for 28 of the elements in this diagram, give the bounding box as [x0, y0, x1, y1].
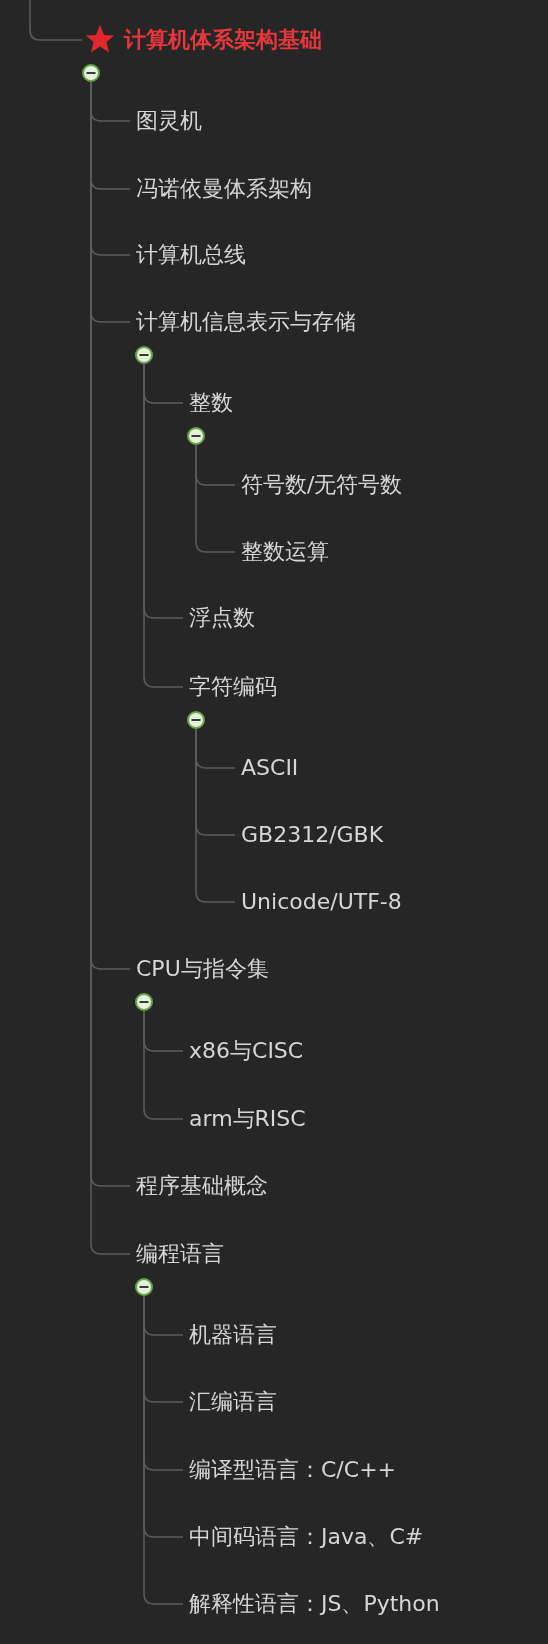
tree-connector	[143, 1010, 184, 1120]
topic-text: 编译型语言：C/C++	[183, 1454, 402, 1486]
topic-text: 机器语言	[183, 1319, 283, 1351]
topic-text: 整数运算	[235, 536, 335, 568]
tree-connector	[143, 1295, 184, 1605]
tree-connector	[195, 728, 236, 903]
topic-text: 解释性语言：JS、Python	[183, 1588, 446, 1620]
topic-text: Unicode/UTF-8	[235, 886, 408, 918]
topic-title: 计算机体系架构基础	[124, 26, 322, 54]
topic-text: 汇编语言	[183, 1386, 283, 1418]
topic-text: ASCII	[235, 752, 304, 784]
topic-text: 中间码语言：Java、C#	[183, 1521, 429, 1553]
topic-text: 计算机总线	[130, 239, 252, 271]
topic-text: 符号数/无符号数	[235, 469, 408, 501]
topic-text: 字符编码	[189, 673, 277, 701]
tree-connector	[29, 0, 83, 41]
topic-text: 图灵机	[130, 105, 208, 137]
topic-text: 编程语言	[136, 1240, 224, 1268]
topic-text: 程序基础概念	[130, 1170, 274, 1202]
topic-text: 计算机信息表示与存储	[136, 308, 356, 336]
topic-text: x86与CISC	[183, 1035, 309, 1067]
topic-text: GB2312/GBK	[235, 819, 389, 851]
topic-text: 冯诺依曼体系架构	[130, 173, 318, 205]
topic-text: CPU与指令集	[136, 955, 269, 983]
topic-text: arm与RISC	[183, 1103, 312, 1135]
topic-text: 整数	[189, 389, 233, 417]
topic-text: 浮点数	[183, 602, 261, 634]
tree-connector	[195, 444, 236, 553]
